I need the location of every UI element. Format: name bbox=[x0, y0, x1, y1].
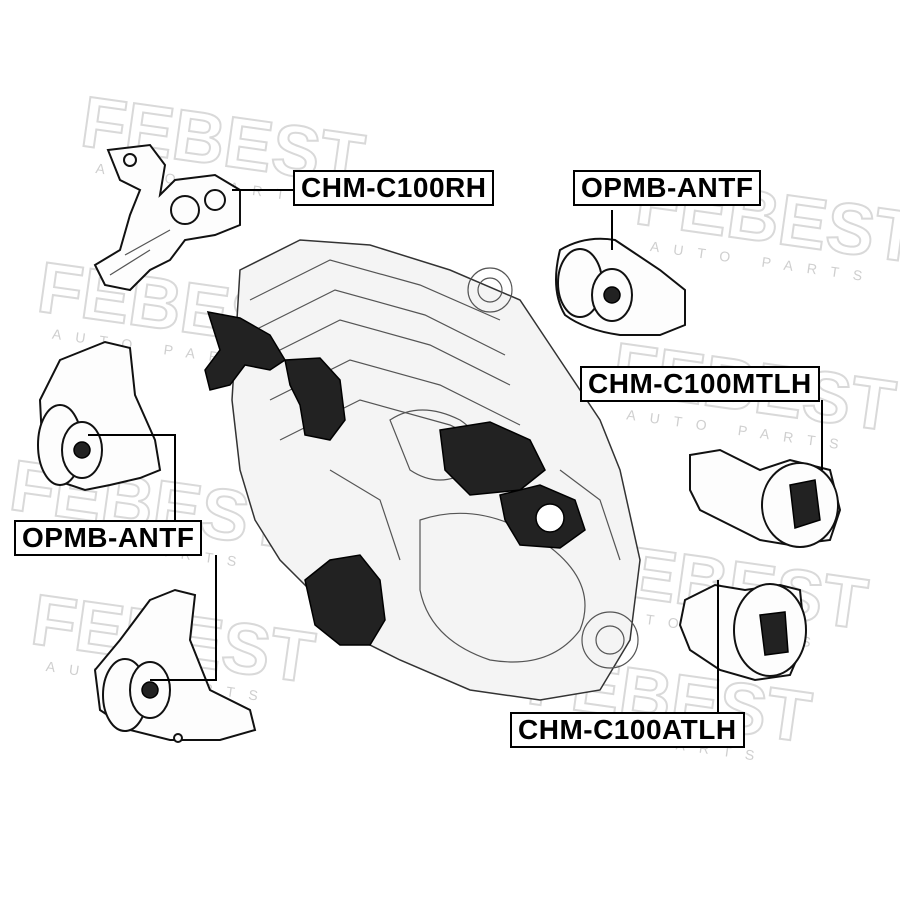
part-chm-c100atlh bbox=[678, 583, 807, 682]
label-opmb-antf-left: OPMB-ANTF bbox=[14, 520, 203, 556]
engine-assembly bbox=[204, 239, 641, 701]
part-chm-c100mtlh bbox=[689, 448, 842, 548]
label-chm-c100atlh: CHM-C100ATLH bbox=[510, 712, 745, 748]
part-opmb-antf-top bbox=[555, 237, 686, 336]
part-opmb-antf-lower bbox=[93, 588, 257, 743]
label-chm-c100rh: CHM-C100RH bbox=[293, 170, 495, 206]
part-chm-c100rh bbox=[93, 143, 241, 292]
leader-lines bbox=[88, 189, 823, 712]
label-chm-c100mtlh: CHM-C100MTLH bbox=[580, 366, 820, 402]
part-opmb-antf-left bbox=[37, 340, 162, 492]
label-opmb-antf-top: OPMB-ANTF bbox=[573, 170, 762, 206]
